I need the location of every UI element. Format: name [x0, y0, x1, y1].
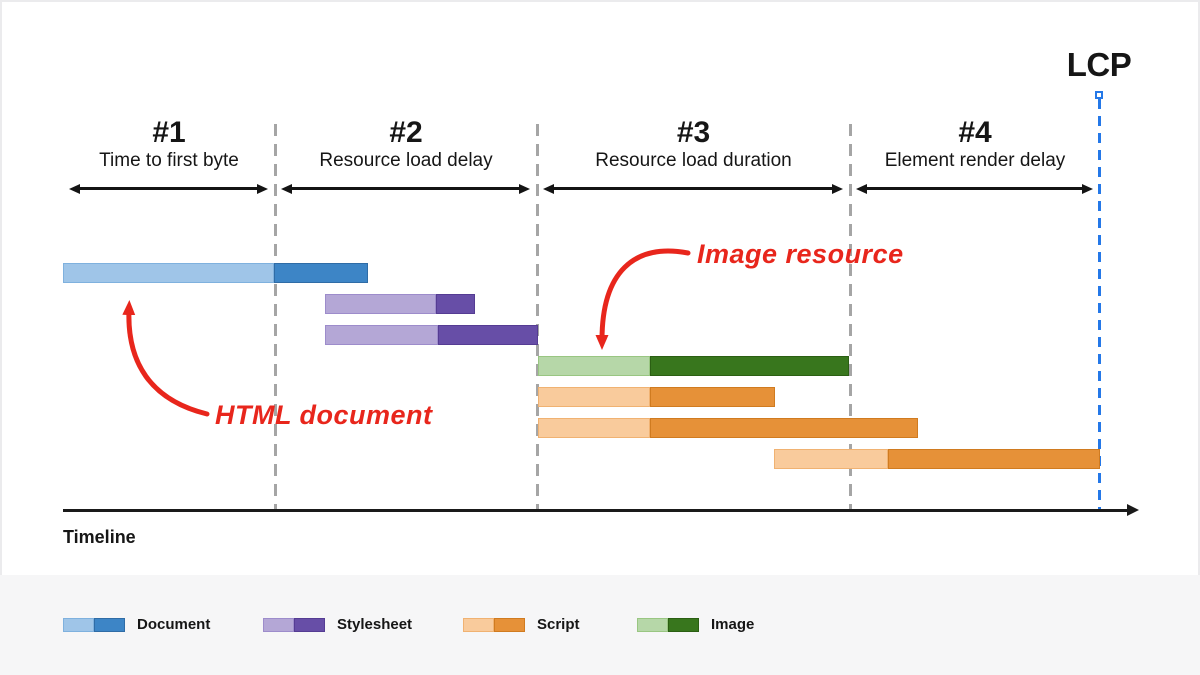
phase-extent-arrow: [543, 182, 843, 195]
arrowhead-right-icon: [257, 183, 268, 194]
arrowhead-left-icon: [69, 183, 80, 194]
legend-swatch-light: [63, 618, 94, 632]
script-light-segment: [538, 387, 650, 407]
arrowhead-right-icon: [519, 183, 530, 194]
legend-label: Image: [711, 616, 755, 633]
arrow-shaft: [554, 187, 832, 190]
arrowhead-right-icon: [832, 183, 843, 194]
phase-label: Resource load delay: [319, 150, 493, 171]
legend-label: Script: [537, 616, 580, 633]
phase-separator-dashed-line: [849, 124, 852, 510]
phase-label: Element render delay: [884, 150, 1066, 171]
legend-swatch-dark: [494, 618, 525, 632]
bar-script: [0, 449, 1200, 469]
script-dark-segment: [888, 449, 1100, 469]
bar-document: [0, 263, 1200, 283]
document-dark-segment: [274, 263, 368, 283]
script-light-segment: [774, 449, 888, 469]
phase-extent-arrow: [281, 182, 530, 195]
legend-label: Document: [137, 616, 211, 633]
legend-label: Stylesheet: [337, 616, 413, 633]
arrow-shaft: [80, 187, 257, 190]
lcp-dashed-line: [1097, 99, 1101, 510]
bar-script: [0, 387, 1200, 407]
timeline-axis-arrowhead-icon: [1127, 504, 1139, 516]
phase-label: Resource load duration: [595, 150, 792, 171]
phase-number: #4: [958, 116, 992, 149]
stylesheet-dark-segment: [438, 325, 538, 345]
image-dark-segment: [650, 356, 849, 376]
phase-label: Time to first byte: [99, 150, 239, 171]
script-dark-segment: [650, 418, 918, 438]
arrowhead-left-icon: [856, 183, 867, 194]
phase-number: #3: [676, 116, 711, 149]
stylesheet-light-segment: [325, 325, 438, 345]
legend-item-script: Script: [463, 616, 643, 633]
arrow-shaft: [867, 187, 1082, 190]
phase-number: #2: [389, 116, 423, 149]
phase-separator-dashed-line: [274, 124, 277, 510]
arrow-shaft: [292, 187, 519, 190]
script-light-segment: [538, 418, 650, 438]
phase-separator-dashed-line: [536, 124, 539, 510]
arrowhead-right-icon: [1082, 183, 1093, 194]
html-document-arrow: [122, 300, 210, 417]
bar-stylesheet: [0, 325, 1200, 345]
image-light-segment: [538, 356, 650, 376]
script-dark-segment: [650, 387, 775, 407]
timeline-label: Timeline: [63, 527, 136, 547]
arrowhead-left-icon: [543, 183, 554, 194]
phase-number: #1: [152, 116, 186, 149]
stylesheet-dark-segment: [436, 294, 475, 314]
legend-item-image: Image: [637, 616, 817, 633]
legend-item-document: Document: [63, 616, 243, 633]
legend-swatch-light: [637, 618, 668, 632]
legend-band: [0, 575, 1200, 675]
legend-swatch-dark: [94, 618, 125, 632]
lcp-marker-square-icon: [1095, 91, 1103, 99]
image-resource-arrow: [595, 248, 691, 350]
lcp-title: LCP: [1066, 46, 1132, 83]
bar-script: [0, 418, 1200, 438]
document-light-segment: [63, 263, 274, 283]
legend-swatch-light: [463, 618, 494, 632]
arrowhead-left-icon: [281, 183, 292, 194]
legend-swatch-light: [263, 618, 294, 632]
phase-extent-arrow: [856, 182, 1093, 195]
phase-extent-arrow: [69, 182, 268, 195]
legend-swatch-dark: [294, 618, 325, 632]
bar-stylesheet: [0, 294, 1200, 314]
annotation-html-document: HTML document: [215, 400, 433, 430]
timeline-axis: [63, 509, 1130, 512]
bar-image: [0, 356, 1200, 376]
legend-swatch-dark: [668, 618, 699, 632]
stylesheet-light-segment: [325, 294, 436, 314]
legend-item-stylesheet: Stylesheet: [263, 616, 443, 633]
annotation-image-resource: Image resource: [697, 239, 904, 269]
